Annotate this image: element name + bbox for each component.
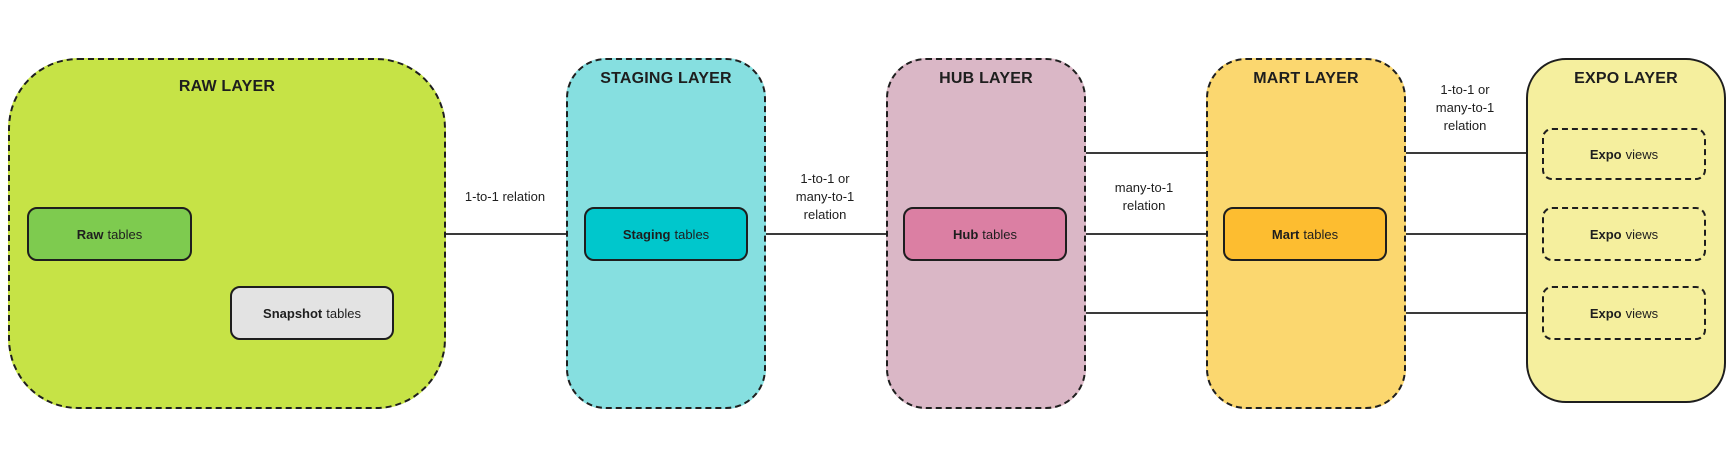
- mart-layer-title: MART LAYER: [1253, 70, 1359, 87]
- staging-tables-bold: Staging: [622, 226, 671, 242]
- staging-layer-title: STAGING LAYER: [600, 70, 732, 87]
- hub-tables-bold: Hub: [953, 226, 979, 242]
- relation-label-staging-hub-line-1: 1-to-1 or: [800, 171, 850, 186]
- relation-label-hub-mart: many-to-1 relation: [1094, 179, 1194, 215]
- expo-views-1-rest: views: [1625, 146, 1659, 162]
- relation-label-raw-staging: 1-to-1 relation: [455, 188, 555, 206]
- snapshot-tables-node[interactable]: Snapshot tables: [230, 286, 394, 340]
- relation-label-staging-hub-line-3: relation: [803, 207, 847, 222]
- relation-label-staging-hub-line-2: many-to-1: [795, 189, 855, 204]
- snapshot-tables-bold: Snapshot: [263, 305, 323, 321]
- raw-tables-rest: tables: [107, 226, 143, 242]
- hub-tables-node[interactable]: Hub tables: [903, 207, 1067, 261]
- expo-views-node-3[interactable]: Expo views: [1542, 286, 1706, 340]
- hub-layer-title: HUB LAYER: [939, 70, 1033, 87]
- relation-label-raw-staging-line-1: 1-to-1 relation: [464, 189, 546, 204]
- expo-views-2-bold: Expo: [1589, 226, 1622, 242]
- expo-views-3-rest: views: [1625, 305, 1659, 321]
- expo-views-2-rest: views: [1625, 226, 1659, 242]
- mart-tables-rest: tables: [1303, 226, 1339, 242]
- staging-tables-node[interactable]: Staging tables: [584, 207, 748, 261]
- raw-tables-bold: Raw: [76, 226, 104, 242]
- snapshot-tables-rest: tables: [326, 305, 361, 321]
- relation-label-to-expo-line-3: relation: [1443, 118, 1487, 133]
- expo-views-1-bold: Expo: [1589, 146, 1622, 162]
- mart-tables-bold: Mart: [1271, 226, 1300, 242]
- relation-label-staging-hub: 1-to-1 or many-to-1 relation: [775, 170, 875, 224]
- staging-tables-rest: tables: [674, 226, 710, 242]
- expo-layer-title: EXPO LAYER: [1574, 70, 1678, 87]
- expo-views-node-1[interactable]: Expo views: [1542, 128, 1706, 180]
- relation-label-hub-mart-line-1: many-to-1: [1114, 180, 1174, 195]
- relation-label-to-expo-line-1: 1-to-1 or: [1440, 82, 1490, 97]
- raw-layer: RAW LAYER: [8, 58, 446, 409]
- raw-tables-node[interactable]: Raw tables: [27, 207, 192, 261]
- relation-label-to-expo-line-2: many-to-1: [1435, 100, 1495, 115]
- mart-tables-node[interactable]: Mart tables: [1223, 207, 1387, 261]
- expo-views-3-bold: Expo: [1589, 305, 1622, 321]
- expo-views-node-2[interactable]: Expo views: [1542, 207, 1706, 261]
- relation-label-to-expo: 1-to-1 or many-to-1 relation: [1415, 81, 1515, 135]
- relation-label-hub-mart-line-2: relation: [1122, 198, 1166, 213]
- raw-layer-title: RAW LAYER: [178, 78, 276, 95]
- hub-tables-rest: tables: [982, 226, 1017, 242]
